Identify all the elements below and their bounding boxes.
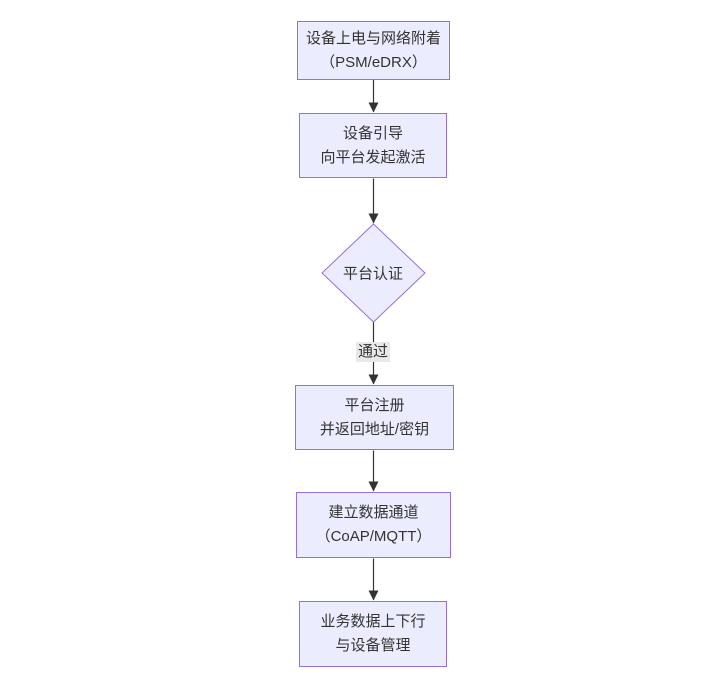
node-platform-auth-label: 平台认证 xyxy=(342,265,404,283)
node-text-line: 并返回地址/密钥 xyxy=(319,420,430,438)
node-text-line: 建立数据通道 xyxy=(328,504,419,521)
node-text-line: （PSM/eDRX） xyxy=(320,53,427,71)
node-text-line: 与设备管理 xyxy=(335,637,411,654)
node-text-line: 业务数据上下行 xyxy=(320,613,426,630)
node-platform-register: 平台注册 并返回地址/密钥 xyxy=(295,385,454,450)
node-data-channel: 建立数据通道 （CoAP/MQTT） xyxy=(296,492,451,558)
node-text-line: 向平台发起激活 xyxy=(320,148,426,166)
node-text-line: 平台注册 xyxy=(344,396,405,414)
edge-label-pass: 通过 xyxy=(355,342,391,362)
node-device-bootstrap: 设备引导 向平台发起激活 xyxy=(299,113,447,178)
node-text-line: （CoAP/MQTT） xyxy=(315,528,432,545)
node-business-data-management: 业务数据上下行 与设备管理 xyxy=(299,601,447,667)
node-platform-auth-shape xyxy=(321,223,426,323)
node-text-line: 设备上电与网络附着 xyxy=(305,29,441,47)
node-text-line: 设备引导 xyxy=(342,124,403,142)
node-power-on-network-attach: 设备上电与网络附着 （PSM/eDRX） xyxy=(297,21,450,80)
